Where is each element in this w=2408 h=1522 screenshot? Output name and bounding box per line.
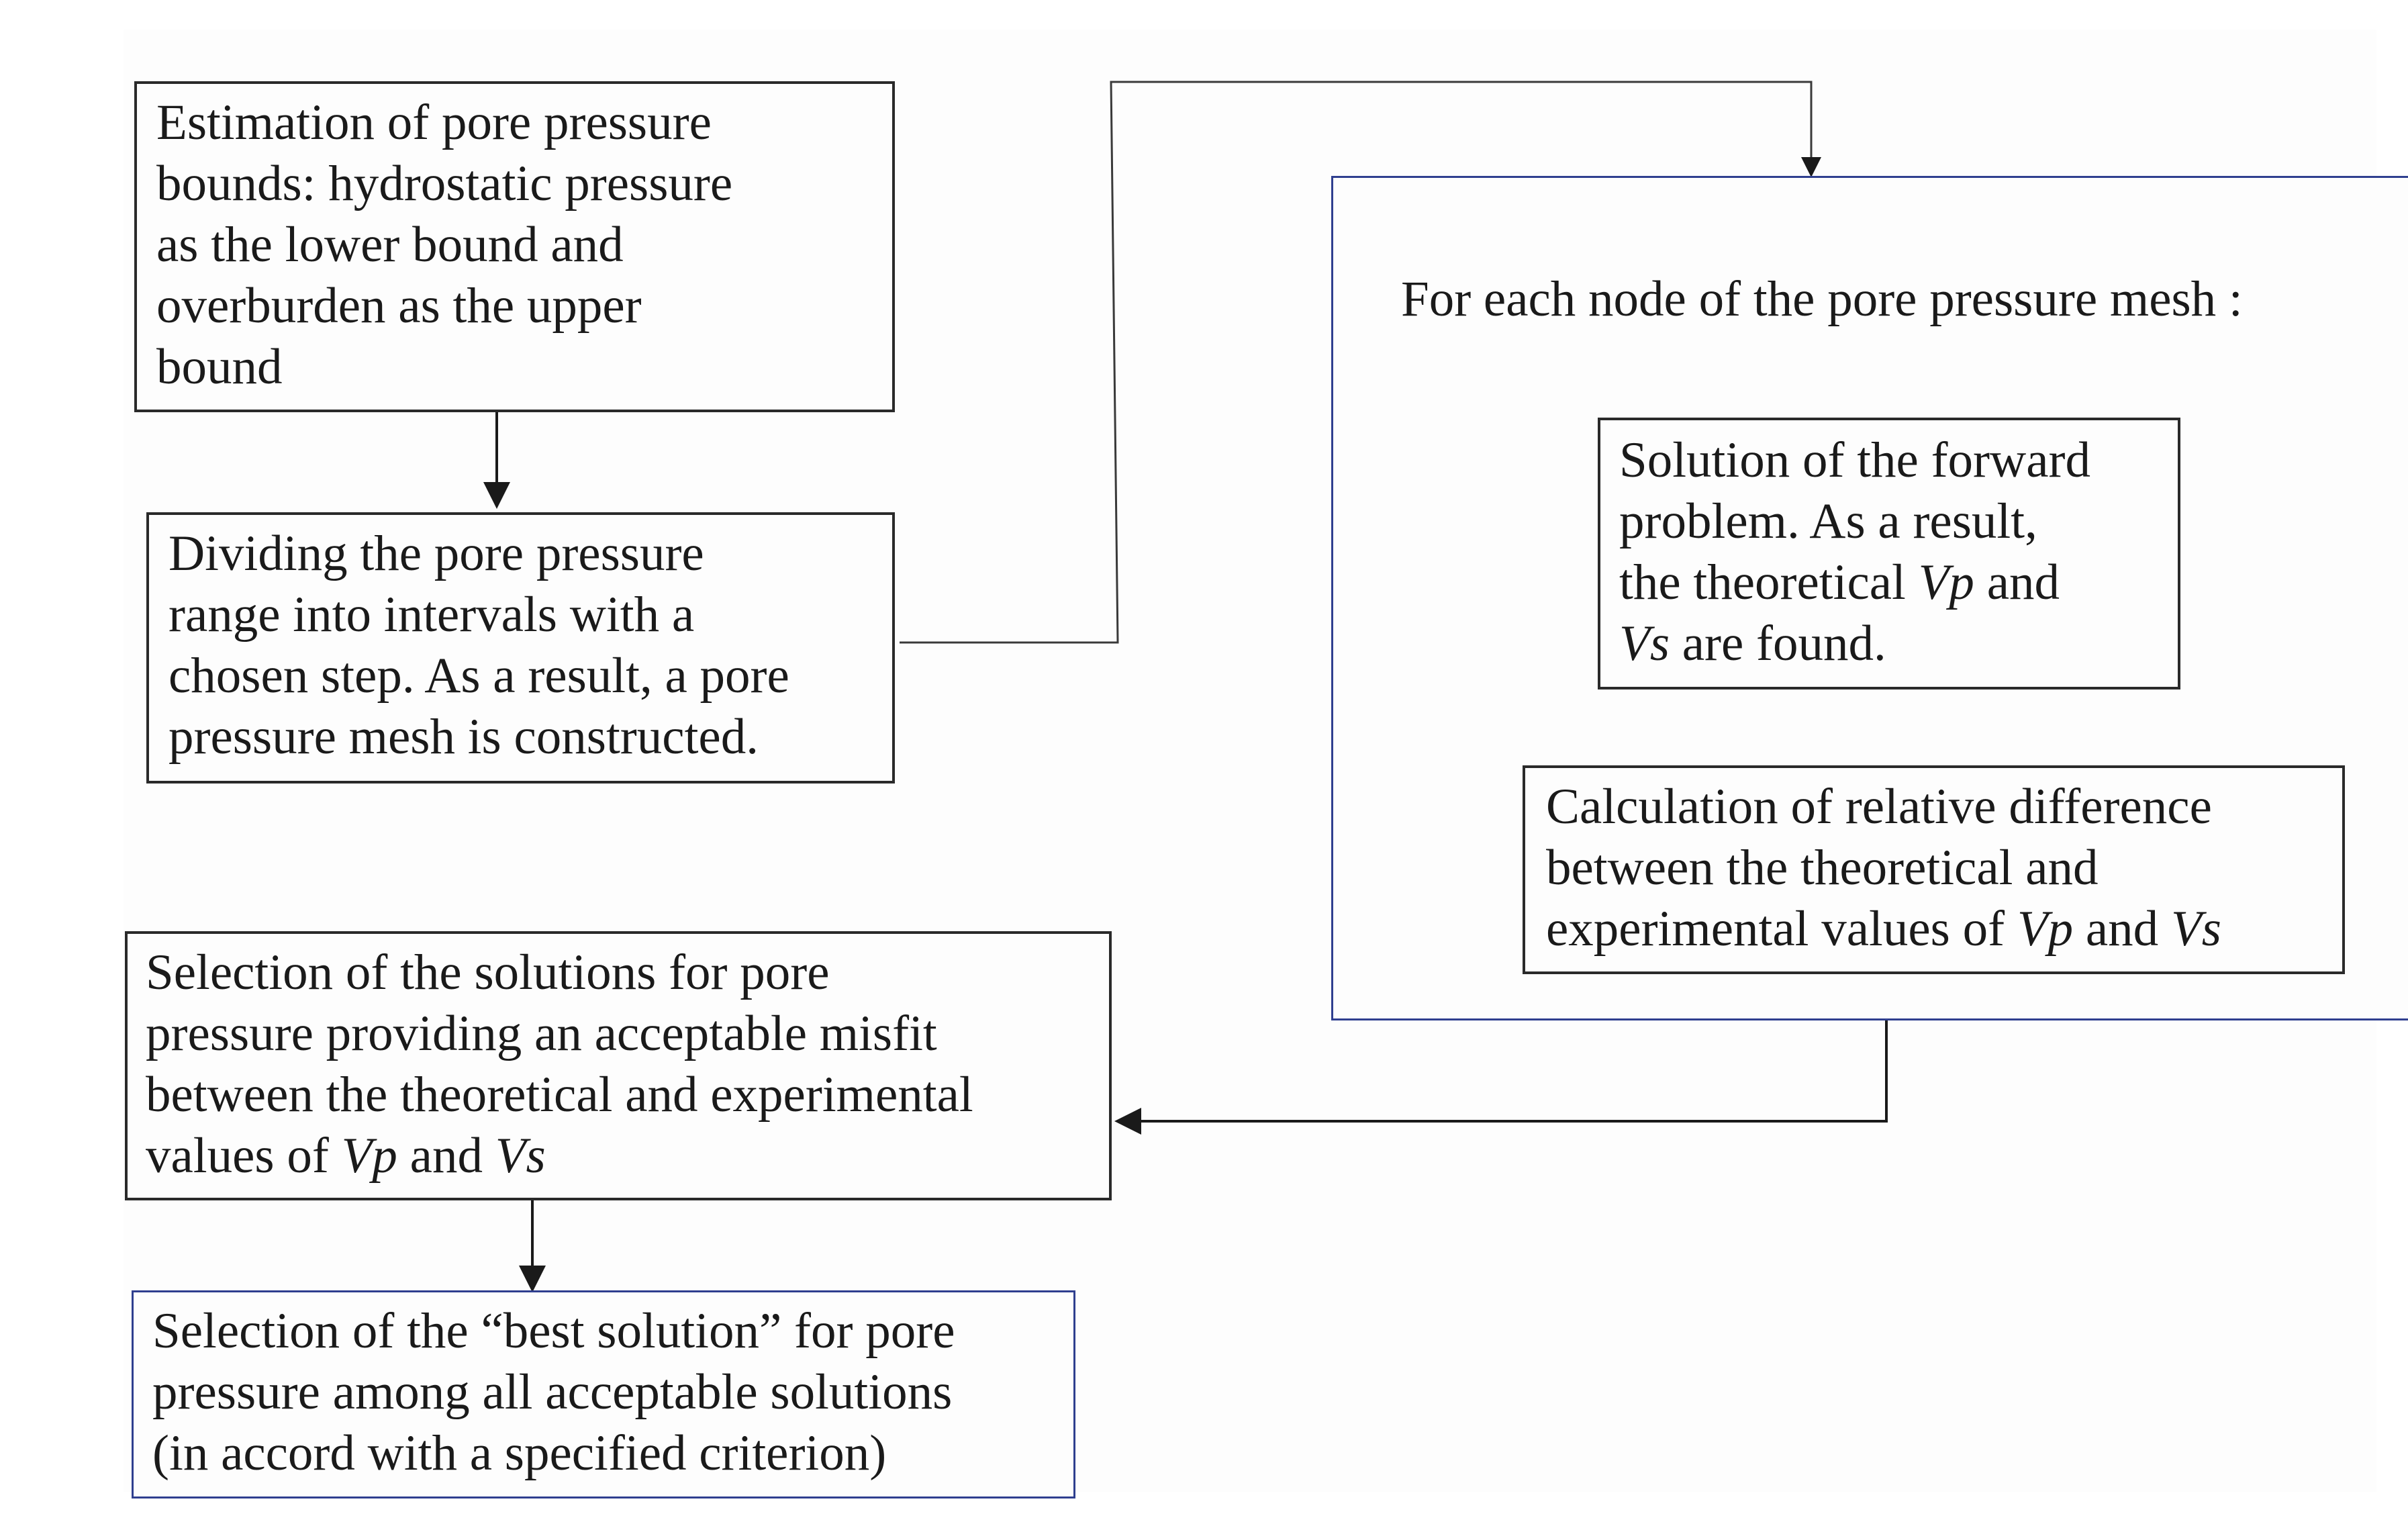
- vs-symbol: Vs: [2170, 901, 2221, 957]
- estimation-line-4: overburden as the upper: [156, 278, 642, 334]
- forward-line-3: the theoretical Vp and: [1619, 552, 2060, 613]
- dividing-line-1: Dividing the pore pressure: [168, 526, 704, 581]
- calculation-line-2: between the theoretical and: [1546, 840, 2099, 896]
- vs-symbol: Vs: [1619, 616, 1670, 671]
- best-line-3: (in accord with a specified criterion): [152, 1425, 887, 1481]
- calculation-line-3-text: experimental values of: [1546, 901, 2017, 957]
- dividing-line-2: range into intervals with a: [168, 587, 695, 643]
- selection-line-4-and: and: [397, 1128, 495, 1184]
- estimation-line-3: as the lower bound and: [156, 217, 624, 273]
- forward-line-3-end: and: [1974, 555, 2060, 610]
- forward-line-2: problem. As a result,: [1619, 493, 2037, 549]
- connector-dividing-to-loop: [900, 81, 1821, 644]
- best-line-1: Selection of the “best solution” for por…: [152, 1303, 955, 1359]
- vp-symbol: Vp: [1918, 555, 1974, 610]
- vp-symbol: Vp: [2017, 901, 2074, 957]
- best-line-2: pressure among all acceptable solutions: [152, 1364, 953, 1420]
- forward-line-4: Vs are found.: [1619, 613, 1886, 674]
- selection-line-3: between the theoretical and experimental: [146, 1067, 973, 1123]
- estimation-line-2: bounds: hydrostatic pressure: [156, 156, 733, 211]
- estimation-line-1: Estimation of pore pressure: [156, 95, 712, 150]
- forward-problem-box: [1598, 418, 2180, 689]
- selection-box: [125, 931, 1112, 1200]
- selection-line-4-text: values of: [146, 1128, 342, 1184]
- dividing-line-4: pressure mesh is constructed.: [168, 709, 759, 765]
- selection-line-4: values of Vp and Vs: [146, 1125, 546, 1186]
- calculation-box: [1523, 765, 2345, 974]
- forward-line-4-text: are found.: [1670, 616, 1886, 671]
- calculation-line-1: Calculation of relative difference: [1546, 779, 2212, 835]
- best-solution-box: [132, 1290, 1075, 1499]
- dividing-line-3: chosen step. As a result, a pore: [168, 648, 789, 704]
- selection-line-1: Selection of the solutions for pore: [146, 945, 830, 1000]
- connector-loop-to-selection: [1114, 1020, 1888, 1135]
- calculation-line-3-and: and: [2073, 901, 2171, 957]
- vp-symbol: Vp: [341, 1128, 397, 1184]
- estimation-line-5: bound: [156, 339, 283, 395]
- forward-line-1: Solution of the forward: [1619, 432, 2090, 488]
- forward-line-3-text: the theoretical: [1619, 555, 1919, 610]
- estimation-box: [134, 81, 895, 412]
- dividing-box: [146, 512, 895, 783]
- calculation-line-3: experimental values of Vp and Vs: [1546, 898, 2221, 959]
- vs-symbol: Vs: [495, 1128, 546, 1184]
- selection-line-2: pressure providing an acceptable misfit: [146, 1006, 937, 1061]
- loop-title: For each node of the pore pressure mesh …: [1401, 271, 2243, 327]
